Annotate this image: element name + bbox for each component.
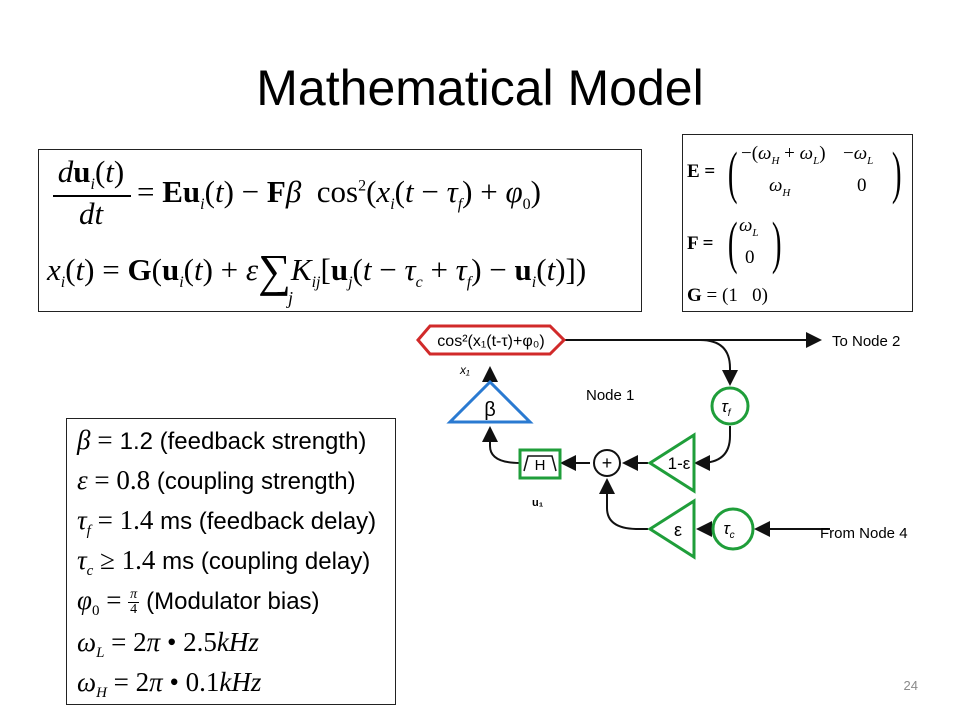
modulator-label: cos²(x₁(t-τ)+φ₀): [437, 333, 544, 350]
to-node-label: To Node 2: [832, 333, 900, 350]
matrix-box: E = ( −(ωH + ωL) −ωL ωH 0 ) F = ( ωL 0 )…: [682, 134, 913, 312]
page-number: 24: [903, 678, 918, 693]
equation-2: xi(t) = G(ui(t) + ε∑Kij[uj(t − τc + τf) …: [47, 245, 587, 308]
E-matrix-r2c2: 0: [857, 175, 867, 196]
slide-title: Mathematical Model: [256, 60, 704, 116]
node-diagram: cos²(x₁(t-τ)+φ₀) x₁ β Node 1 H u₁ + 1-ε …: [416, 324, 908, 560]
equation-1: dui(t) dt = Eui(t) − Fβ cos2(xi(t − τf) …: [47, 154, 637, 234]
beta-amplifier: [446, 379, 534, 424]
sum-label: +: [602, 453, 613, 473]
one-minus-eps-label: 1-ε: [668, 454, 691, 473]
from-node-label: From Node 4: [820, 525, 908, 542]
x1-label: x₁: [459, 363, 470, 377]
eps-amplifier: [647, 498, 696, 560]
beta-label: β: [484, 399, 496, 421]
param-omega-L: ωL = 2π • 2.5kHz: [77, 627, 259, 661]
node-label: Node 1: [586, 387, 634, 404]
E-matrix-r1c2: −ωL: [843, 143, 874, 167]
filter-label: H: [535, 457, 546, 474]
filter-block: [518, 448, 562, 480]
F-vector-r2: 0: [745, 247, 755, 268]
param-tau-c: τc ≥ 1.4 ms (coupling delay): [77, 545, 371, 579]
E-matrix-open-paren: (: [727, 140, 738, 205]
eps-label: ε: [674, 520, 682, 540]
one-minus-eps-amplifier: [647, 432, 696, 494]
parameters-box: β = 1.2 (feedback strength) ε = 0.8 (cou…: [66, 418, 396, 705]
F-vector-label: F =: [687, 233, 714, 254]
param-epsilon: ε = 0.8 (coupling strength): [77, 465, 356, 495]
E-matrix-r1c1: −(ωH + ωL): [741, 143, 826, 167]
tau-f-label: τf: [721, 397, 731, 419]
G-vector: G = (1 0): [687, 285, 768, 306]
equations-box: dui(t) dt = Eui(t) − Fβ cos2(xi(t − τf) …: [38, 149, 642, 312]
F-vector-open-paren: (: [727, 210, 738, 275]
tau-f-delay: [710, 386, 750, 426]
param-tau-f: τf = 1.4 ms (feedback delay): [77, 505, 377, 539]
param-omega-H: ωH = 2π • 0.1kHz: [77, 667, 262, 701]
sum-junction: [593, 449, 621, 477]
E-matrix-label: E =: [687, 161, 716, 182]
F-vector-r1: ωL: [739, 215, 759, 239]
E-matrix-close-paren: ): [891, 140, 902, 205]
F-vector-close-paren: ): [771, 210, 782, 275]
modulator-block: [416, 324, 567, 356]
wires: [482, 332, 830, 537]
tau-c-label: τc: [723, 519, 734, 541]
param-beta: β = 1.2 (feedback strength): [77, 425, 367, 455]
tau-c-delay: [711, 507, 755, 551]
E-matrix-r2c1: ωH: [769, 175, 791, 199]
u1-label: u₁: [532, 497, 544, 509]
